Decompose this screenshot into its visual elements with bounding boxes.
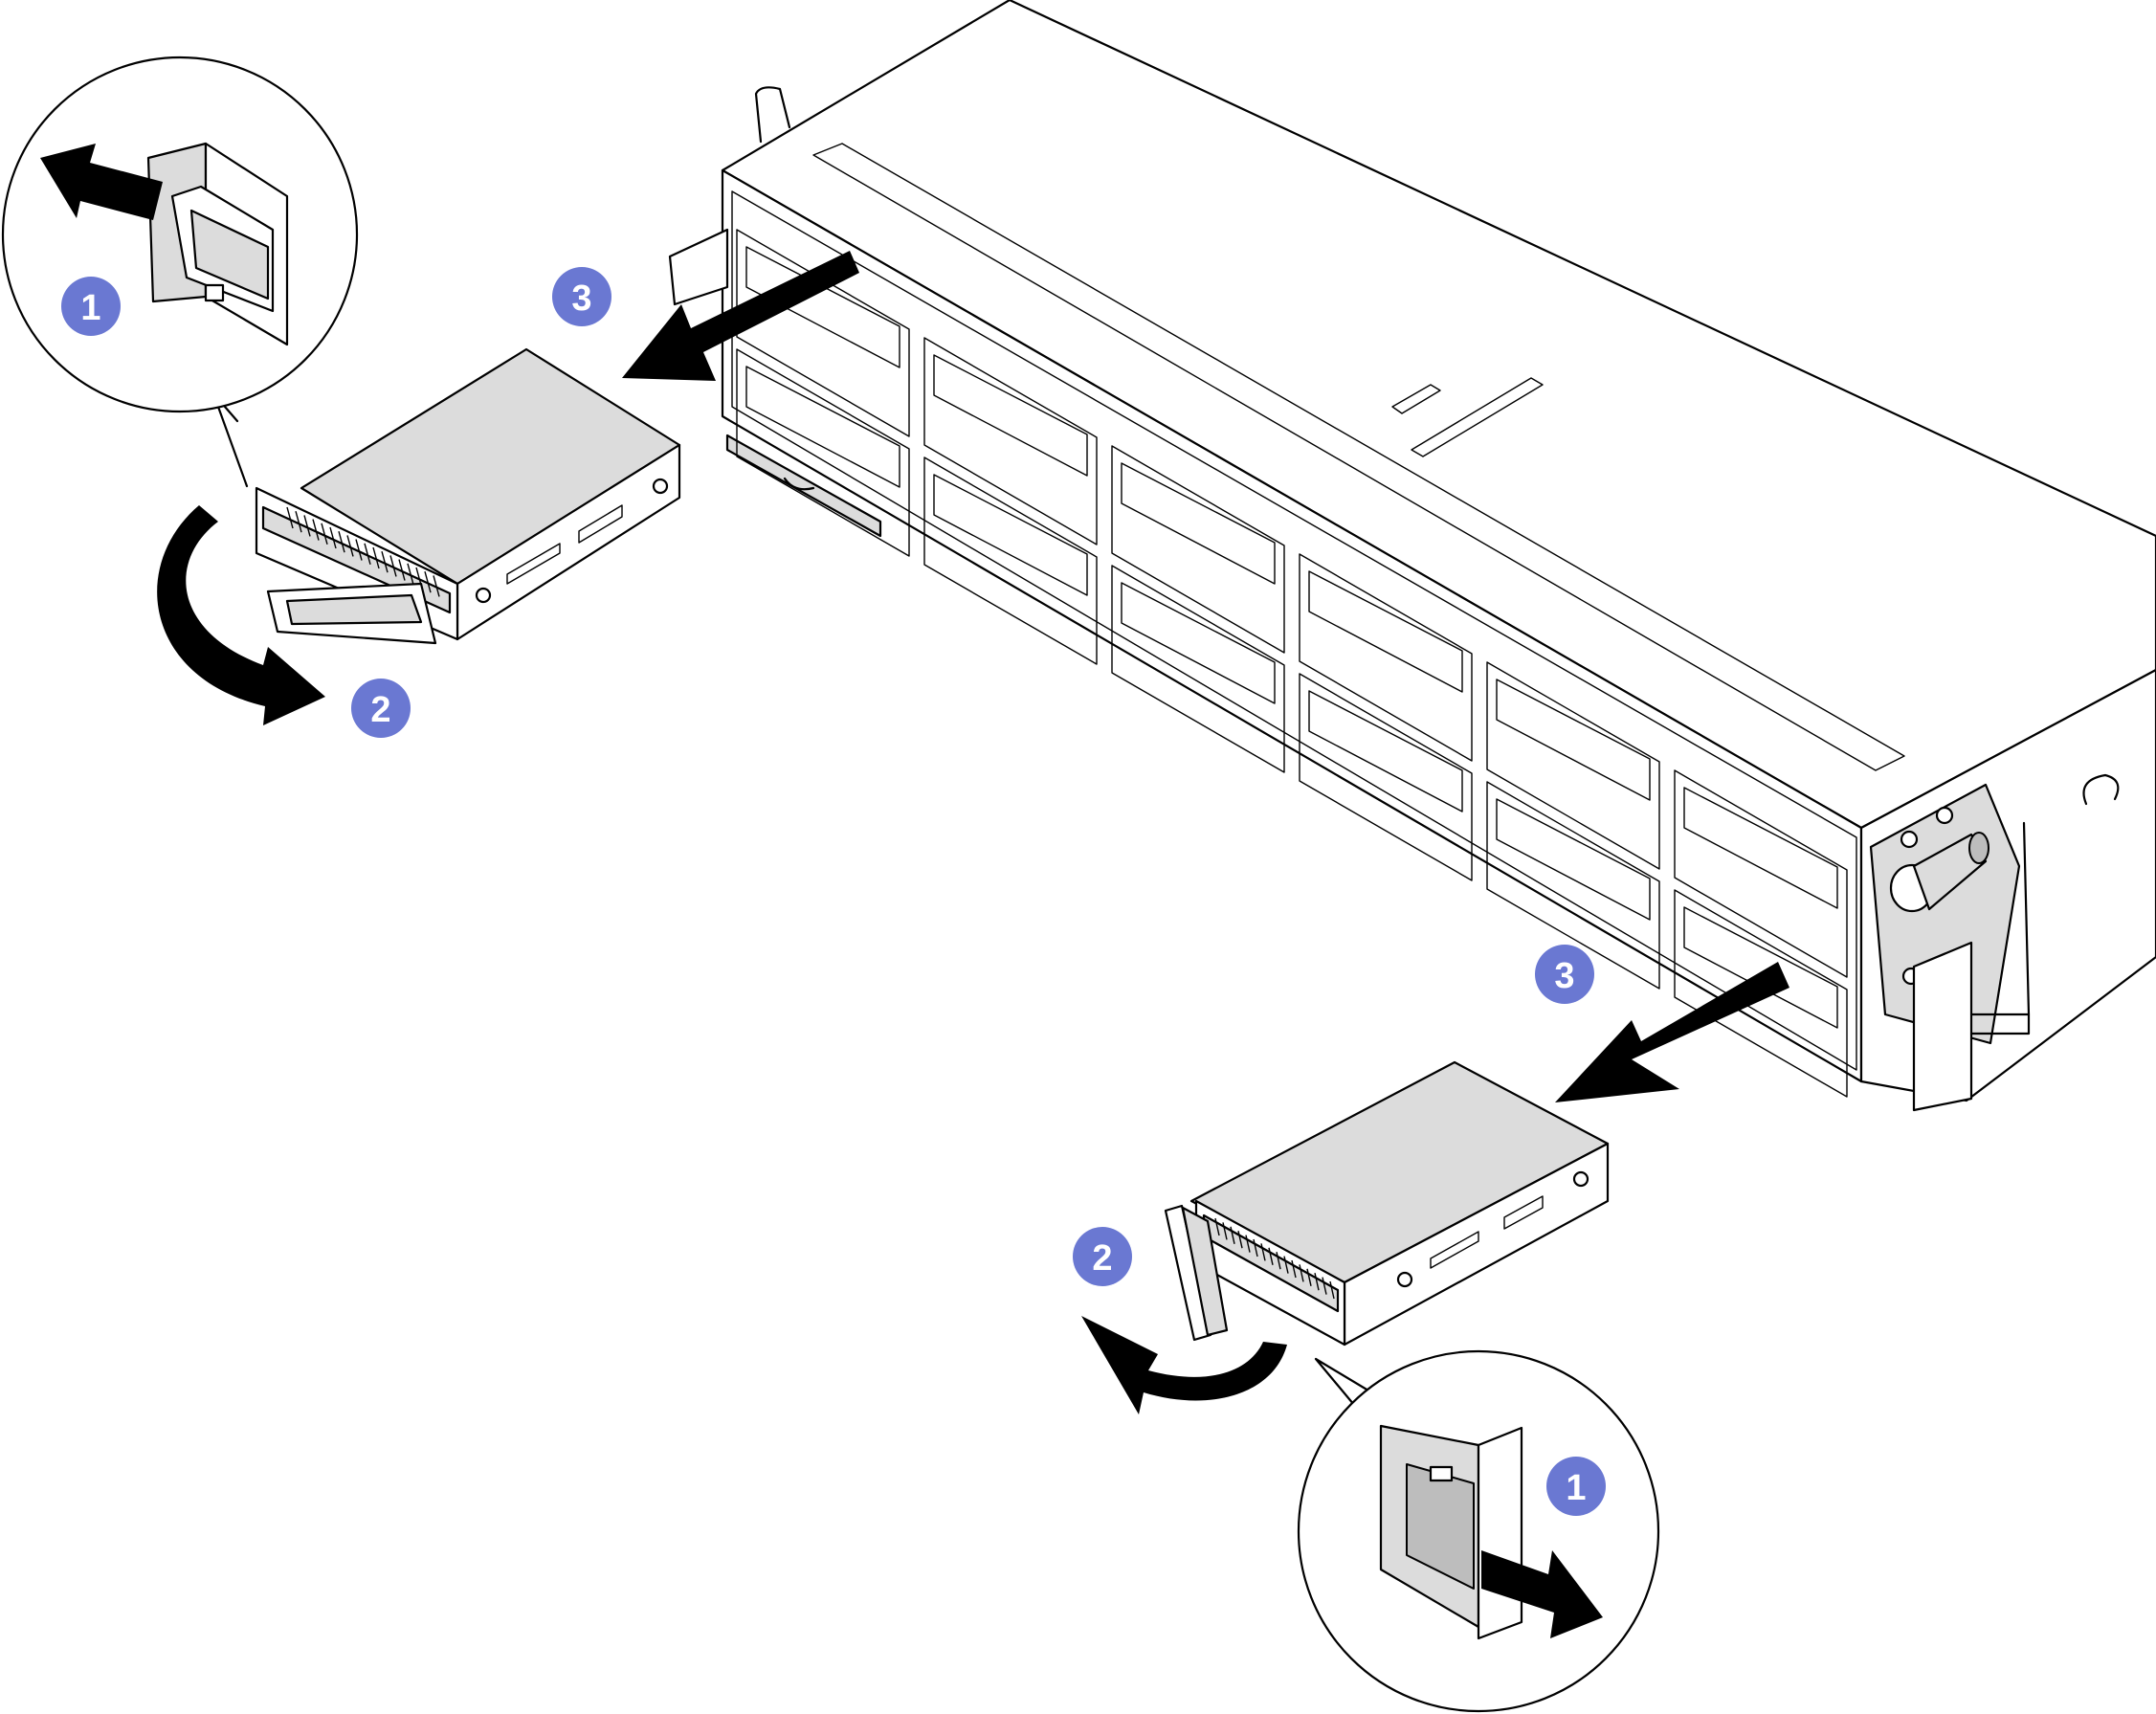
grip-rib [286,506,294,529]
svg-text:3: 3 [1554,956,1574,996]
grip-rib [389,555,397,577]
drive-bay-grid [736,229,1848,1098]
grip-rib [329,526,337,549]
grip-rib [355,539,363,561]
svg-text:2: 2 [1092,1238,1112,1279]
svg-text:1: 1 [80,288,100,328]
grip-rib [303,515,311,537]
grip-rib [424,571,432,593]
grip-rib [1245,1235,1251,1253]
drive-bay [923,456,1098,665]
callout-bottom-step1: 1 [1546,1457,1606,1516]
grip-rib [1253,1238,1258,1258]
grip-rib [338,531,345,553]
grip-rib [1291,1259,1297,1279]
grip-rib [1237,1231,1243,1249]
grip-rib [1222,1222,1228,1240]
drive-bay [1486,661,1660,870]
drive-bay-bezel [1496,679,1651,801]
drive-bay-bezel [745,366,900,488]
grip-rib [1283,1256,1289,1274]
svg-text:1: 1 [1566,1468,1586,1508]
drive-bay [736,229,910,437]
grip-rib [1214,1217,1220,1236]
grip-rib [1306,1268,1312,1286]
detail-magnifier-top [1,56,359,488]
drive-bay [1111,445,1285,654]
drive-bay [923,337,1098,545]
drive-bay-bezel [1683,906,1838,1029]
drive-bay-bezel [1308,570,1463,693]
svg-text:2: 2 [370,690,390,730]
arrow-right-icon [1481,1550,1603,1638]
rotate-arrow-top-icon [157,505,325,725]
drive-bay-bezel [933,354,1088,477]
callout-top-step1-circle [61,277,121,336]
drive-bay-bezel [1308,690,1463,812]
drive-bottom-right [1164,1060,1610,1347]
drive-top-left [255,347,681,645]
callout-top-step3: 3 [552,267,611,326]
grip-rib [346,535,354,557]
drive-bay [1674,889,1848,1098]
grip-rib [433,575,440,597]
grip-rib [295,511,302,533]
drive-bay [1299,673,1473,881]
grip-rib [372,546,380,569]
grip-rib [1230,1226,1235,1244]
detail-magnifier-bottom [1297,1349,1660,1713]
pull-arrow-top-icon [622,251,859,381]
callout-bottom-step3: 3 [1535,945,1594,1004]
drive-bay-bezel [1496,798,1651,921]
grip-rib [1276,1252,1281,1270]
drive-bay [1299,553,1473,762]
grip-rib [1314,1273,1320,1291]
grip-rib [1268,1247,1274,1265]
server-chassis [668,0,2156,1112]
drive-bay-bezel [1683,787,1838,909]
svg-text:3: 3 [571,278,591,319]
grip-rib [1329,1280,1335,1300]
arrow-left-icon [40,144,163,220]
grip-rib [364,543,371,565]
drive-bay [1111,565,1285,773]
grip-rib [381,551,389,573]
drive-bay [736,348,910,557]
drive-bay [1674,769,1848,978]
drive-bay-bezel [745,246,900,368]
drive-bay [1486,781,1660,990]
callout-top-step1: 1 [61,277,121,336]
drive-bay-bezel [1121,582,1276,704]
drive-bay-bezel [933,474,1088,596]
grip-rib [312,519,320,541]
drive-bay-bezel [1121,462,1276,585]
thumbscrew-icon [1889,832,1989,913]
grip-rib [321,523,328,545]
pull-arrow-bottom-icon [1555,962,1789,1102]
rotate-arrow-bottom-icon [1081,1316,1287,1414]
grip-rib [407,563,414,585]
callout-bottom-step2: 2 [1073,1227,1132,1286]
grip-rib [1322,1277,1327,1295]
grip-rib [398,559,406,581]
callout-top-step2: 2 [351,679,411,738]
grip-rib [1260,1243,1266,1261]
grip-rib [1299,1264,1304,1282]
